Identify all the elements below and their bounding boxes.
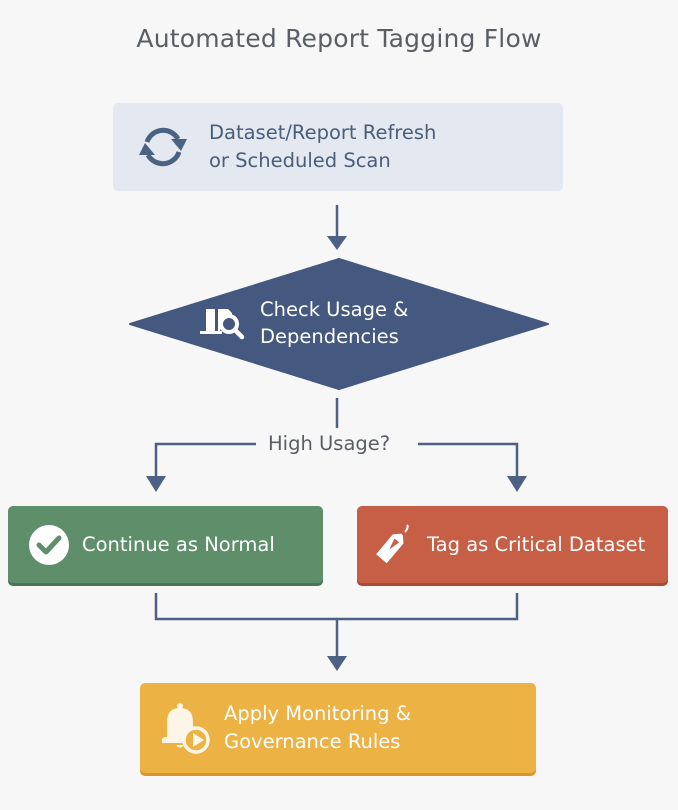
decision-diamond bbox=[129, 258, 549, 390]
decision-question-label: High Usage? bbox=[268, 432, 391, 455]
check-circle-icon bbox=[28, 524, 70, 566]
tag-critical-label: Tag as Critical Dataset bbox=[427, 533, 646, 556]
bell-play-icon bbox=[158, 700, 212, 756]
final-line1: Apply Monitoring & bbox=[224, 702, 411, 725]
decision-line1: Check Usage & bbox=[260, 298, 409, 321]
tag-critical-node: Tag as Critical Dataset bbox=[357, 506, 668, 583]
connector-right-branch bbox=[418, 442, 519, 478]
usage-search-icon bbox=[196, 303, 248, 343]
arrowhead-critical bbox=[507, 476, 527, 492]
start-node: Dataset/Report Refresh or Scheduled Scan bbox=[113, 103, 563, 191]
start-line1: Dataset/Report Refresh bbox=[209, 121, 437, 144]
refresh-icon bbox=[135, 122, 191, 172]
tag-icon bbox=[371, 523, 415, 567]
decision-line2: Dependencies bbox=[260, 325, 399, 348]
diagram-title: Automated Report Tagging Flow bbox=[136, 24, 542, 53]
connector-merge bbox=[154, 593, 519, 621]
arrowhead-decision bbox=[327, 236, 347, 250]
continue-normal-node: Continue as Normal bbox=[8, 506, 323, 583]
connector-left-branch bbox=[154, 442, 256, 478]
decision-node: Check Usage & Dependencies bbox=[196, 296, 408, 350]
apply-rules-node: Apply Monitoring & Governance Rules bbox=[140, 683, 536, 773]
arrowhead-normal bbox=[146, 476, 166, 492]
final-line2: Governance Rules bbox=[224, 730, 401, 753]
arrowhead-final bbox=[327, 656, 347, 671]
continue-normal-label: Continue as Normal bbox=[82, 533, 275, 556]
start-line2: or Scheduled Scan bbox=[209, 149, 391, 172]
